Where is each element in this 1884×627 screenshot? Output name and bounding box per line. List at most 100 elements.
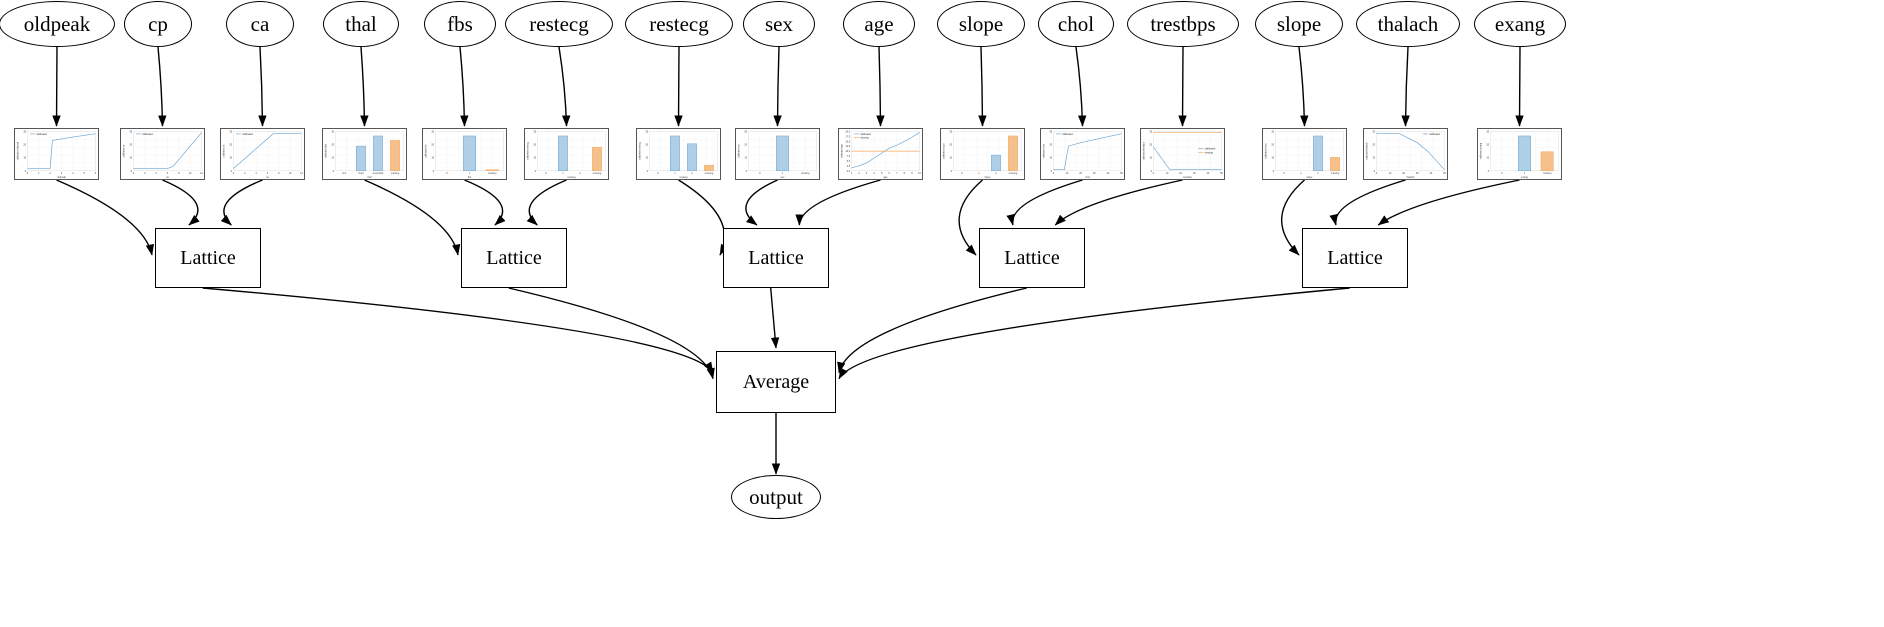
svg-text:12: 12 bbox=[300, 172, 303, 175]
lattice-node-lattice4[interactable]: Lattice bbox=[979, 228, 1085, 288]
feature-node-ca[interactable]: ca bbox=[226, 1, 294, 47]
svg-text:calibrated thal: calibrated thal bbox=[325, 144, 328, 158]
svg-text:30: 30 bbox=[23, 130, 26, 133]
svg-text:10: 10 bbox=[1066, 172, 1069, 175]
feature-node-oldpeak[interactable]: oldpeak bbox=[0, 1, 115, 47]
feature-node-slope1[interactable]: slope bbox=[937, 1, 1025, 47]
svg-text:reversible: reversible bbox=[373, 172, 384, 175]
feature-node-sex[interactable]: sex bbox=[743, 1, 815, 47]
feature-node-cp[interactable]: cp bbox=[124, 1, 192, 47]
svg-text:10: 10 bbox=[1166, 172, 1169, 175]
feature-node-restecg1[interactable]: restecg bbox=[505, 1, 613, 47]
svg-text:0: 0 bbox=[231, 170, 233, 173]
svg-text:0: 0 bbox=[1273, 170, 1275, 173]
svg-text:calibrated trestbps: calibrated trestbps bbox=[1143, 141, 1146, 160]
svg-text:5.0: 5.0 bbox=[847, 160, 851, 163]
svg-text:slope: slope bbox=[985, 176, 992, 179]
node-label: oldpeak bbox=[23, 11, 91, 36]
svg-text:20: 20 bbox=[431, 144, 434, 147]
svg-text:20: 20 bbox=[1271, 144, 1274, 147]
svg-text:1: 1 bbox=[782, 172, 784, 175]
lattice-node-lattice3[interactable]: Lattice bbox=[723, 228, 829, 288]
svg-text:1: 1 bbox=[1524, 172, 1526, 175]
svg-text:20: 20 bbox=[229, 144, 232, 147]
svg-text:calibrated: calibrated bbox=[142, 133, 153, 136]
svg-text:0: 0 bbox=[1153, 172, 1155, 175]
svg-text:calibrated restecg: calibrated restecg bbox=[639, 142, 642, 160]
node-label: chol bbox=[1057, 11, 1095, 36]
node-label: output bbox=[749, 484, 803, 509]
svg-text:0: 0 bbox=[647, 170, 649, 173]
svg-text:chol: chol bbox=[1085, 176, 1090, 179]
svg-text:2: 2 bbox=[858, 172, 860, 175]
svg-text:5: 5 bbox=[83, 172, 85, 175]
svg-text:7.5: 7.5 bbox=[847, 155, 851, 158]
svg-text:10: 10 bbox=[1271, 157, 1274, 160]
svg-text:0: 0 bbox=[433, 170, 435, 173]
svg-text:10: 10 bbox=[331, 157, 334, 160]
feature-node-exang[interactable]: exang bbox=[1474, 1, 1566, 47]
node-label: sex bbox=[765, 11, 793, 36]
svg-text:3: 3 bbox=[61, 172, 63, 175]
svg-text:1: 1 bbox=[674, 172, 676, 175]
svg-text:thalach: thalach bbox=[1406, 176, 1415, 179]
svg-text:40: 40 bbox=[1207, 172, 1210, 175]
svg-text:17.5: 17.5 bbox=[845, 135, 850, 138]
node-label: Lattice bbox=[1327, 246, 1383, 269]
feature-node-restecg2[interactable]: restecg bbox=[625, 1, 733, 47]
svg-text:8: 8 bbox=[278, 172, 280, 175]
svg-text:20: 20 bbox=[1149, 144, 1152, 147]
svg-text:3: 3 bbox=[866, 172, 868, 175]
svg-text:1: 1 bbox=[978, 172, 980, 175]
svg-text:4: 4 bbox=[155, 172, 157, 175]
svg-text:12.5: 12.5 bbox=[845, 145, 850, 148]
svg-text:calibrated thalach: calibrated thalach bbox=[1366, 142, 1369, 160]
svg-text:20: 20 bbox=[1049, 144, 1052, 147]
lattice-node-lattice5[interactable]: Lattice bbox=[1302, 228, 1408, 288]
feature-node-trestbps[interactable]: trestbps bbox=[1127, 1, 1239, 47]
lattice-node-lattice2[interactable]: Lattice bbox=[461, 228, 567, 288]
feature-node-thal[interactable]: thal bbox=[323, 1, 399, 47]
feature-node-thalach[interactable]: thalach bbox=[1356, 1, 1460, 47]
svg-text:20: 20 bbox=[1079, 172, 1082, 175]
feature-node-fbs[interactable]: fbs bbox=[424, 1, 496, 47]
svg-text:10: 10 bbox=[918, 172, 921, 175]
svg-text:10: 10 bbox=[1372, 157, 1375, 160]
svg-text:missing: missing bbox=[705, 172, 714, 175]
svg-text:30: 30 bbox=[1093, 172, 1096, 175]
svg-text:30: 30 bbox=[1372, 130, 1375, 133]
svg-text:20: 20 bbox=[1179, 172, 1182, 175]
feature-node-chol[interactable]: chol bbox=[1038, 1, 1114, 47]
feature-node-age[interactable]: age bbox=[843, 1, 915, 47]
svg-text:30: 30 bbox=[744, 130, 747, 133]
svg-text:fbs: fbs bbox=[468, 176, 472, 179]
svg-text:0: 0 bbox=[1374, 170, 1376, 173]
output-node[interactable]: output bbox=[731, 475, 821, 519]
svg-text:restecg: restecg bbox=[679, 176, 688, 179]
svg-text:0: 0 bbox=[657, 172, 659, 175]
svg-text:20: 20 bbox=[949, 144, 952, 147]
svg-text:1: 1 bbox=[469, 172, 471, 175]
svg-text:30: 30 bbox=[1486, 130, 1489, 133]
feature-node-slope2[interactable]: slope bbox=[1255, 1, 1343, 47]
lattice-node-lattice1[interactable]: Lattice bbox=[155, 228, 261, 288]
average-node[interactable]: Average bbox=[716, 351, 836, 413]
svg-text:30: 30 bbox=[533, 130, 536, 133]
